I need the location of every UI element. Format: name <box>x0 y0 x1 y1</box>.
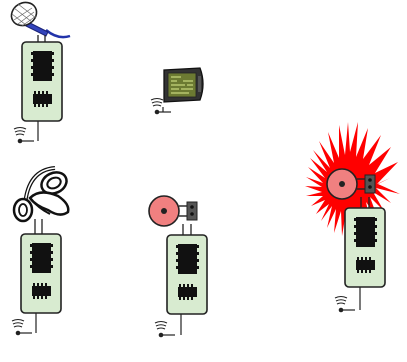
pda-unit <box>150 67 204 115</box>
circuit-board <box>166 234 208 315</box>
alarm-bell-icon <box>148 195 198 227</box>
headphones-unit <box>11 166 70 336</box>
wireless-icon <box>334 295 356 313</box>
headphones-icon <box>12 166 70 223</box>
microphone-icon <box>10 1 71 39</box>
wireless-icon <box>154 320 176 338</box>
alarm-bell-unit <box>148 195 208 338</box>
circuit-board <box>20 233 62 314</box>
alarm-bell-ringing-unit <box>305 122 400 313</box>
microphone-unit <box>10 1 71 144</box>
circuit-board <box>21 41 63 122</box>
wireless-icon <box>13 126 35 144</box>
handheld-pda-icon <box>163 67 204 103</box>
wireless-icon <box>11 318 33 336</box>
circuit-board <box>344 207 386 288</box>
